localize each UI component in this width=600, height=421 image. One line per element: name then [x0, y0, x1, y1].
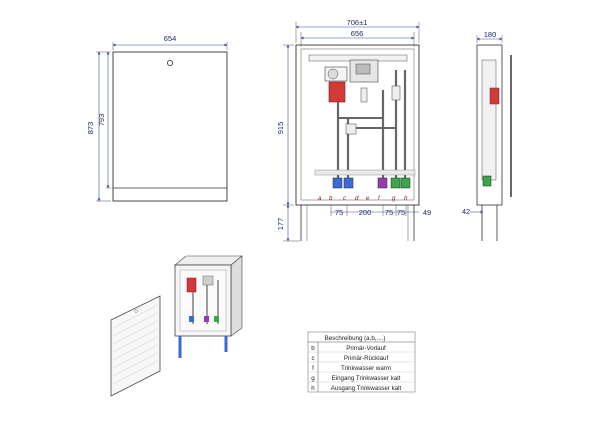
open-cabinet-inner: [300, 48, 415, 201]
bottom-dim-5: 49: [423, 208, 431, 217]
legend-text-f: Trinkwasser warm: [341, 365, 391, 372]
legend-key-h: h: [311, 385, 315, 392]
bottom-dim-4: 75: [397, 208, 405, 217]
legend-text-g: Eingang Trinkwasser kalt: [332, 375, 401, 382]
conn-letter-f: f: [378, 195, 381, 202]
legend-key-f: f: [312, 365, 314, 372]
mixing-valve: [345, 123, 357, 135]
open-view: a b c d e f g h 706±1 656 915 177 75: [276, 18, 431, 242]
side-depth-label: 180: [484, 30, 497, 39]
cabinet-door-outline: [112, 51, 228, 202]
door-lock-icon: [166, 60, 173, 67]
conn-letter-a: a: [318, 195, 322, 202]
conn-letter-c: c: [343, 195, 347, 202]
open-height-label: 915: [276, 122, 285, 135]
side-components: [481, 59, 497, 181]
pump-motor: [328, 81, 346, 103]
isometric-door-view: [110, 295, 161, 397]
bottom-dim-3: 75: [385, 208, 393, 217]
overall-width-label: 706±1: [347, 18, 368, 27]
conn-letter-g: g: [392, 195, 396, 202]
manifold-bar: [314, 169, 416, 176]
conn-letter-h: h: [404, 195, 408, 202]
valve-g: [390, 177, 401, 189]
legend-title: Beschreibung (a,b,....): [325, 335, 386, 342]
valve-h: [400, 177, 411, 189]
conn-letter-d: d: [355, 195, 359, 202]
legend-key-b: b: [311, 345, 315, 352]
front-width-label: 654: [164, 34, 177, 43]
bottom-dim-1: 75: [335, 208, 343, 217]
side-pump-icon: [489, 87, 500, 105]
conn-letter-e: e: [366, 195, 370, 202]
iso-pump-icon: [186, 277, 197, 293]
front-view: 654 873 793: [86, 34, 228, 202]
legend-text-h: Ausgang Trinkwasser kalt: [331, 385, 402, 392]
side-view: 180 42: [462, 30, 512, 241]
conn-letter-b: b: [329, 195, 333, 202]
side-foot-offset-label: 42: [462, 207, 470, 216]
legend-key-g: g: [311, 375, 315, 382]
legend-table: Beschreibung (a,b,....) b Primär-Vorlauf…: [307, 331, 416, 393]
bottom-dim-2: 200: [359, 208, 372, 217]
legend-text-b: Primär-Vorlauf: [346, 345, 386, 352]
front-outer-height-label: 873: [86, 122, 95, 135]
front-inner-height-label: 793: [97, 114, 106, 127]
inner-width-label: 656: [351, 29, 364, 38]
isometric-open-cabinet-view: [174, 255, 243, 358]
legend-key-c: c: [311, 355, 314, 362]
valve-b: [332, 177, 343, 189]
legend-text-c: Primär-Rücklauf: [344, 355, 389, 362]
foot-height-label: 177: [276, 218, 285, 231]
valve-c: [343, 177, 354, 189]
valve-f: [377, 177, 388, 189]
